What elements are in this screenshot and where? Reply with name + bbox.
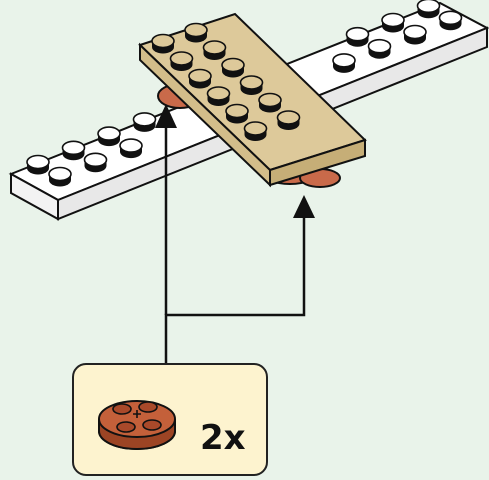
stud (206, 86, 231, 101)
parts-callout: 2x (72, 363, 268, 476)
stud (258, 92, 282, 108)
stud (48, 166, 72, 182)
stud (416, 0, 441, 14)
arrow-head-left (155, 104, 177, 128)
stud (169, 51, 194, 66)
stud (332, 53, 356, 68)
stud (61, 140, 86, 156)
stud (119, 138, 143, 153)
stud (225, 103, 249, 119)
stud (221, 57, 245, 73)
stud (83, 152, 108, 168)
arrow-head-right (293, 195, 315, 218)
stud (438, 10, 463, 26)
stud (151, 33, 175, 49)
stud (239, 75, 264, 90)
stud (26, 154, 50, 170)
stud (276, 110, 301, 125)
stud (97, 126, 121, 141)
quantity-label: 2x (200, 418, 246, 458)
stud (243, 121, 268, 136)
stud (132, 112, 157, 127)
white-plate-studs (26, 0, 463, 187)
stud (345, 26, 370, 42)
stud (188, 68, 212, 84)
tan-plate-studs (151, 22, 301, 141)
stud (403, 24, 427, 40)
stud (184, 22, 208, 38)
stud (367, 38, 392, 54)
round-plate-2x2-icon (98, 400, 176, 450)
stud (381, 12, 405, 28)
tan-plate (138, 12, 367, 188)
stud (202, 40, 227, 55)
placement-arrows (164, 128, 306, 363)
